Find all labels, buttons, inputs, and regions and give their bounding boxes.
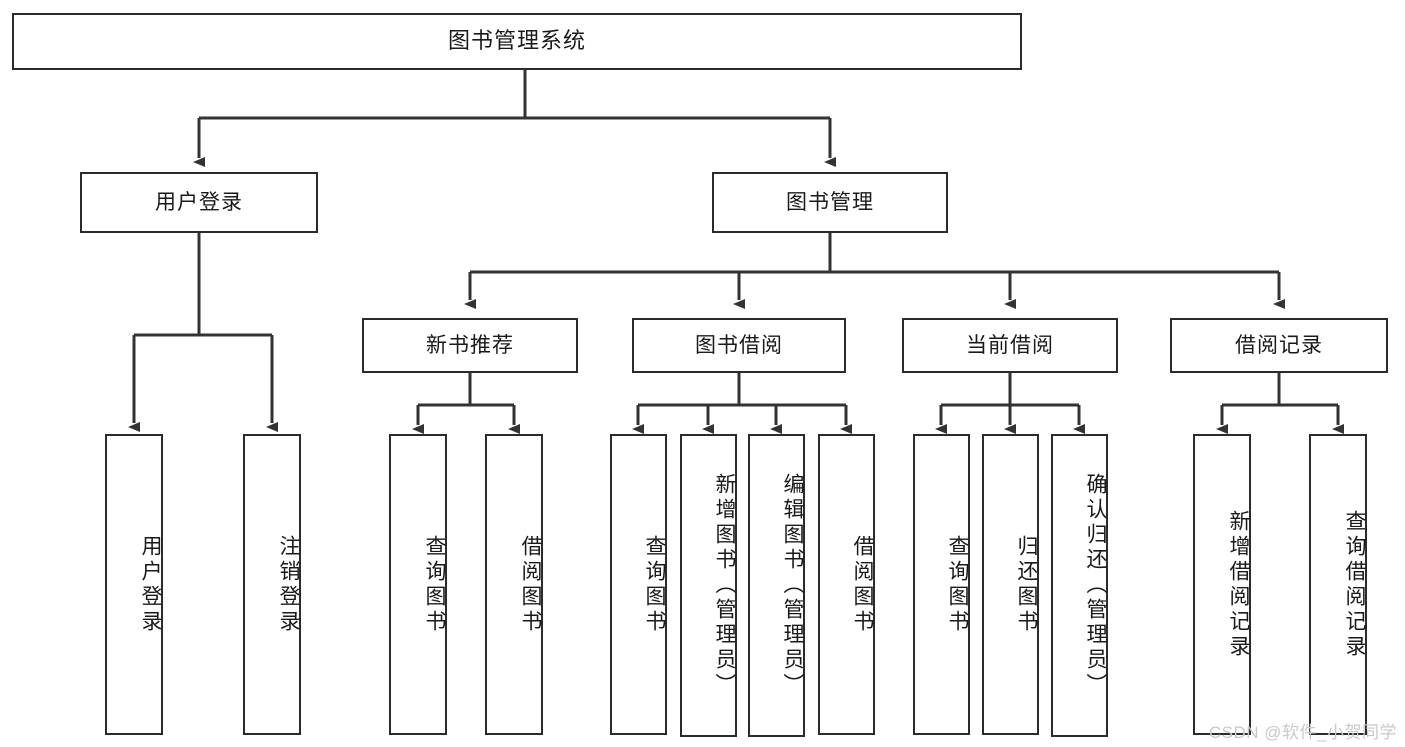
leaf-user-login-login[interactable]: 用户登录 xyxy=(105,434,163,735)
node-label: 归还图书 xyxy=(1015,534,1038,635)
node-label: 查询借阅记录 xyxy=(1343,509,1366,660)
node-label: 查询图书 xyxy=(643,534,666,635)
node-label: 查询图书 xyxy=(946,534,969,635)
node-label: 当前借阅 xyxy=(966,333,1054,357)
leaf-user-login-logout[interactable]: 注销登录 xyxy=(243,434,301,735)
node-user-login[interactable]: 用户登录 xyxy=(80,172,318,233)
node-label: 借阅记录 xyxy=(1235,333,1323,357)
node-label: 图书借阅 xyxy=(695,333,783,357)
node-label: 图书管理 xyxy=(786,190,874,214)
node-borrow-record[interactable]: 借阅记录 xyxy=(1170,318,1388,373)
leaf-book-borrow-add-book-admin[interactable]: 新增图书（管理员） xyxy=(680,434,737,737)
leaf-book-borrow-query-books[interactable]: 查询图书 xyxy=(610,434,667,735)
node-label: 新书推荐 xyxy=(426,333,514,357)
node-book-management[interactable]: 图书管理 xyxy=(712,172,948,233)
leaf-book-borrow-edit-book-admin[interactable]: 编辑图书（管理员） xyxy=(748,434,805,737)
node-label: 注销登录 xyxy=(277,534,300,635)
node-label: 查询图书 xyxy=(423,534,446,635)
node-label: 编辑图书（管理员） xyxy=(781,473,804,698)
leaf-current-borrow-confirm-return-admin[interactable]: 确认归还（管理员） xyxy=(1051,434,1108,737)
node-label: 借阅图书 xyxy=(519,534,542,635)
node-label: 借阅图书 xyxy=(851,534,874,635)
leaf-new-book-borrow-books[interactable]: 借阅图书 xyxy=(485,434,543,735)
node-label: 确认归还（管理员） xyxy=(1084,473,1107,698)
leaf-borrow-record-add-record[interactable]: 新增借阅记录 xyxy=(1193,434,1251,735)
node-label: 新增图书（管理员） xyxy=(713,473,736,698)
node-root-book-management-system[interactable]: 图书管理系统 xyxy=(12,13,1022,70)
node-current-borrow[interactable]: 当前借阅 xyxy=(902,318,1118,373)
node-label: 图书管理系统 xyxy=(447,28,586,54)
leaf-borrow-record-query-record[interactable]: 查询借阅记录 xyxy=(1309,434,1367,735)
node-book-borrow[interactable]: 图书借阅 xyxy=(632,318,846,373)
leaf-current-borrow-query-books[interactable]: 查询图书 xyxy=(913,434,970,735)
leaf-current-borrow-return-books[interactable]: 归还图书 xyxy=(982,434,1039,735)
node-label: 用户登录 xyxy=(139,534,162,635)
node-label: 用户登录 xyxy=(155,190,243,214)
leaf-book-borrow-borrow-books[interactable]: 借阅图书 xyxy=(818,434,875,735)
node-label: 新增借阅记录 xyxy=(1227,509,1250,660)
node-new-book-recommend[interactable]: 新书推荐 xyxy=(362,318,578,373)
leaf-new-book-query-books[interactable]: 查询图书 xyxy=(389,434,447,735)
